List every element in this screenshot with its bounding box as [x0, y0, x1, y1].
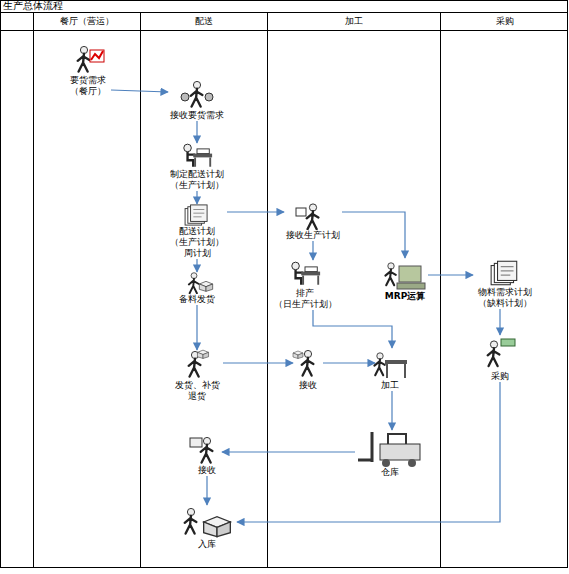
box-icon — [190, 438, 202, 447]
workbench-icon — [385, 360, 407, 378]
process-step: 接收 — [192, 435, 222, 476]
flow-arrow — [196, 259, 197, 272]
box-icon — [293, 351, 303, 359]
flow-arrow — [312, 241, 313, 260]
person-icon — [488, 341, 500, 366]
process-step: 接收生产计划 — [284, 203, 342, 241]
process-step: 发货、补货 退货 — [171, 350, 223, 402]
person-icon — [185, 508, 197, 533]
forklift-icon — [358, 432, 420, 467]
bag-icon — [181, 93, 213, 101]
flow-arrow — [196, 191, 197, 204]
swimlane: 采购物料需求计划 （缺料计划）采购 — [440, 12, 568, 568]
step-label: 配送计划 （生产计划） 周计划 — [167, 226, 227, 259]
flow-arrow — [222, 451, 355, 452]
process-step: 采购 — [485, 335, 515, 382]
flow-arrow — [196, 121, 197, 143]
person-icon — [78, 46, 90, 71]
person-icon — [374, 353, 384, 375]
step-label: 要货需求 （餐厅） — [65, 75, 111, 97]
swimlane: 配送接收要货需求制定配送计划 （生产计划） 配送计划 （生产计划） 周计划备料发货… — [140, 12, 267, 568]
flow-arrow — [428, 274, 473, 275]
lane-title: 加工 — [268, 12, 440, 31]
chart-icon — [90, 50, 104, 62]
person-icon — [307, 204, 319, 229]
document-icon — [296, 208, 306, 216]
flow-arrow — [342, 212, 405, 258]
process-step: MRP运算 — [382, 258, 428, 302]
swimlane: 餐厅（营运） 要货需求 （餐厅） — [33, 12, 140, 568]
documents-icon — [491, 261, 517, 284]
flow-arrow — [391, 391, 392, 430]
desk-icon — [292, 262, 320, 285]
swimlane: 加工接收生产计划排产 （日生产计划）MRP运算接收加工仓库 — [267, 12, 440, 568]
step-label: 仓库 — [355, 467, 425, 478]
documents-icon — [185, 205, 207, 225]
step-label: 接收生产计划 — [284, 230, 342, 241]
step-label: 接收 — [293, 380, 323, 391]
process-step: 加工 — [375, 348, 405, 391]
process-step: 排产 （日生产计划） — [270, 260, 340, 310]
diagram-title: 生产总体流程 — [3, 0, 63, 12]
flow-arrow — [206, 476, 207, 505]
process-step: 物料需求计划 （缺料计划） — [473, 260, 537, 309]
box-icon — [199, 281, 212, 291]
process-step: 接收要货需求 — [168, 80, 226, 121]
flow-arrow — [313, 310, 392, 348]
step-label: MRP运算 — [382, 291, 428, 302]
step-label: 物料需求计划 （缺料计划） — [473, 287, 537, 309]
process-step: 要货需求 （餐厅） — [65, 45, 111, 97]
flow-arrow — [111, 90, 168, 92]
step-label: 接收要货需求 — [168, 110, 226, 121]
step-label: 排产 （日生产计划） — [270, 288, 340, 310]
desk-icon — [184, 144, 212, 167]
step-label: 备料发货 — [177, 294, 217, 305]
flow-arrow — [227, 211, 284, 212]
lane-title: 餐厅（营运） — [34, 12, 140, 31]
header-rule — [0, 30, 33, 31]
person-icon — [191, 81, 203, 106]
process-step: 制定配送计划 （生产计划） — [167, 143, 227, 191]
flow-arrow — [499, 309, 500, 335]
lane-title: 配送 — [141, 12, 267, 31]
step-label: 入库 — [177, 539, 237, 550]
flow-arrow — [196, 305, 197, 350]
process-step: 入库 — [177, 505, 237, 550]
flow-arrow — [323, 362, 375, 363]
box-icon — [197, 350, 208, 358]
flow-arrow — [237, 382, 500, 522]
flow-arrow — [223, 362, 293, 363]
step-label: 接收 — [192, 465, 222, 476]
person-icon — [189, 273, 199, 294]
step-label: 发货、补货 退货 — [171, 380, 223, 402]
step-label: 加工 — [375, 380, 405, 391]
step-label: 制定配送计划 （生产计划） — [167, 169, 227, 191]
person-icon — [302, 350, 314, 375]
money-icon — [501, 339, 515, 346]
title-rule — [0, 12, 568, 13]
box-icon — [204, 517, 231, 537]
process-step: 接收 — [293, 348, 323, 391]
step-label: 采购 — [485, 371, 515, 382]
lane-title: 采购 — [441, 12, 568, 31]
process-step: 仓库 — [355, 430, 425, 478]
process-step: 备料发货 — [177, 272, 217, 305]
computer-icon — [385, 263, 425, 289]
process-step: 配送计划 （生产计划） 周计划 — [167, 204, 227, 259]
